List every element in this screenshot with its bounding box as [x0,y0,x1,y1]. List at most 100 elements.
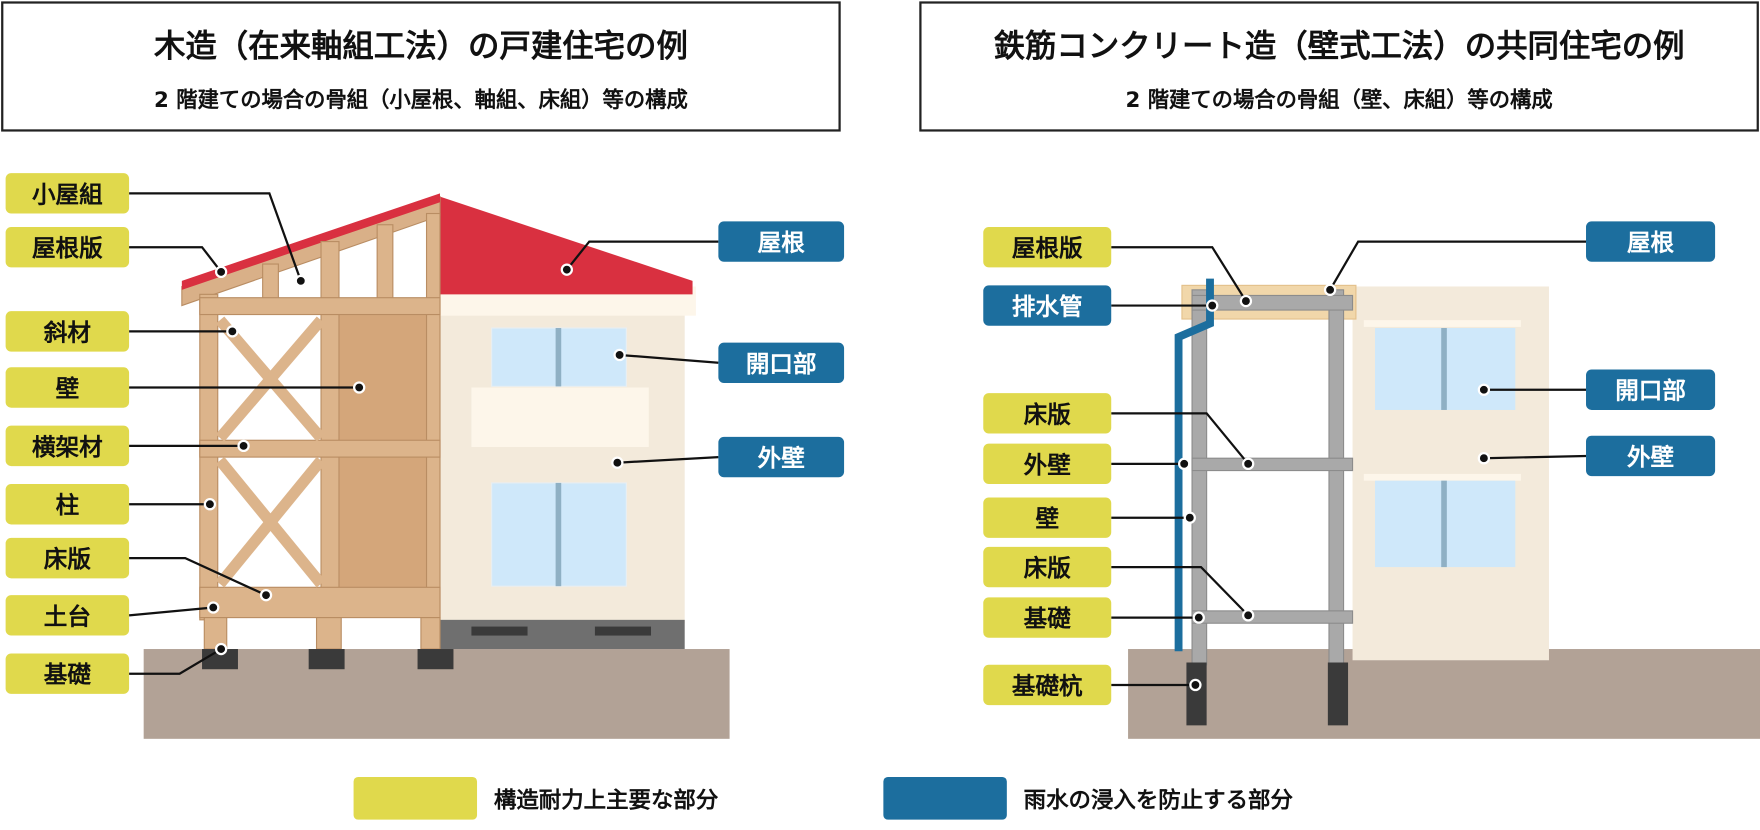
leader-line [617,455,719,464]
structural-label: 床版 [983,546,1112,588]
label-text: 屋根版 [1012,234,1083,262]
legend-structural-swatch [353,776,478,820]
leader-dot [226,325,239,338]
label-box [983,393,1112,434]
label-box [1586,369,1716,410]
structural-label: 土台 [5,595,130,636]
right-header: 鉄筋コンクリート造（壁式工法）の共同住宅の例 2 階建ての場合の骨組（壁、床組）… [919,1,1759,132]
leader-line [129,192,302,282]
leader-dot [294,274,307,288]
leader-line [129,246,223,273]
leader-line [1329,240,1587,291]
rain-label: 外壁 [718,436,845,478]
label-text: 開口部 [1615,377,1686,405]
leader-dot [207,601,220,614]
legend-rain-swatch [883,776,1007,820]
label-text: 屋根 [1627,229,1675,257]
structural-label: 外壁 [983,443,1112,485]
label-text: 壁 [56,374,80,402]
label-text: 柱 [56,491,80,519]
structural-label: 床版 [983,393,1112,434]
label-box [5,367,130,408]
leader-dot [214,642,228,656]
label-box [5,425,130,467]
label-text: 外壁 [758,444,805,472]
label-box [5,595,130,636]
structural-label: 屋根版 [5,226,130,268]
label-box [5,226,130,268]
label-text: 屋根版 [32,234,103,262]
structural-label: 基礎 [5,653,130,694]
label-text: 基礎 [1024,605,1072,633]
leader-line [129,648,222,675]
label-text: 床版 [1024,554,1072,582]
right-subtitle: 2 階建ての場合の骨組（壁、床組）等の構成 [1125,87,1552,113]
rc-building-illustration [1128,278,1760,739]
leader-dot [1206,299,1219,312]
leader-line [1111,246,1247,302]
leader-line [129,556,267,597]
label-text: 基礎杭 [1012,672,1083,700]
label-box [718,342,845,384]
label-box [5,653,130,694]
leader-dot [259,588,273,602]
leader-line [128,606,214,617]
structural-label: 斜材 [5,311,130,352]
balcony [471,387,649,447]
label-box [718,221,845,262]
label-box [983,597,1112,638]
legend-structural-label: 構造耐力上主要な部分 [494,786,719,813]
label-box [1586,435,1716,477]
wooden-house-illustration [143,193,730,739]
leader-dot [1241,457,1255,470]
leader-dot [1239,294,1253,308]
pile [1186,662,1207,726]
label-text: 基礎 [44,661,92,689]
right-title: 鉄筋コンクリート造（壁式工法）の共同住宅の例 [994,27,1685,64]
label-text: 外壁 [1627,443,1674,471]
label-text: 開口部 [746,350,817,378]
leader-dot [214,265,228,279]
leader-dot [1477,383,1491,396]
structural-label: 小屋組 [5,173,130,214]
label-text: 屋根 [758,229,806,257]
leader-line [1111,412,1250,465]
label-text: 壁 [1035,505,1059,533]
ground [1128,649,1760,739]
leader-dot [353,381,366,394]
label-text: 土台 [44,602,91,630]
label-box [983,546,1112,588]
rain-label: 外壁 [1586,435,1716,477]
label-box [983,285,1112,326]
leader-dot [1183,511,1196,524]
leader-dot [237,439,250,453]
label-box [983,497,1112,538]
leader-dot [1178,457,1191,470]
label-box [5,537,130,579]
legend-rain-label: 雨水の浸入を防止する部分 [1024,786,1294,813]
roof [440,196,693,295]
leader-dot [1323,283,1337,297]
legend: 構造耐力上主要な部分 雨水の浸入を防止する部分 [353,776,1294,820]
leader-line [1483,454,1587,460]
leader-dot [1241,609,1255,622]
label-text: 排水管 [1012,293,1083,321]
label-box [983,443,1112,485]
structural-label: 床版 [5,537,130,579]
left-header: 木造（在来軸組工法）の戸建住宅の例 2 階建ての場合の骨組（小屋根、軸組、床組）… [1,1,841,132]
label-box [5,311,130,352]
pile [1327,662,1349,726]
structural-label: 基礎 [983,597,1112,638]
label-box [983,226,1112,268]
rain-label: 排水管 [983,285,1112,326]
label-text: 床版 [1024,400,1072,428]
leader-dot [560,263,574,276]
label-box [5,173,130,214]
leader-line [619,353,719,364]
label-box [983,664,1112,706]
leader-dot [1192,611,1205,624]
leader-lines [128,192,1587,692]
left-title: 木造（在来軸組工法）の戸建住宅の例 [153,27,688,64]
rain-label: 屋根 [1586,221,1716,262]
